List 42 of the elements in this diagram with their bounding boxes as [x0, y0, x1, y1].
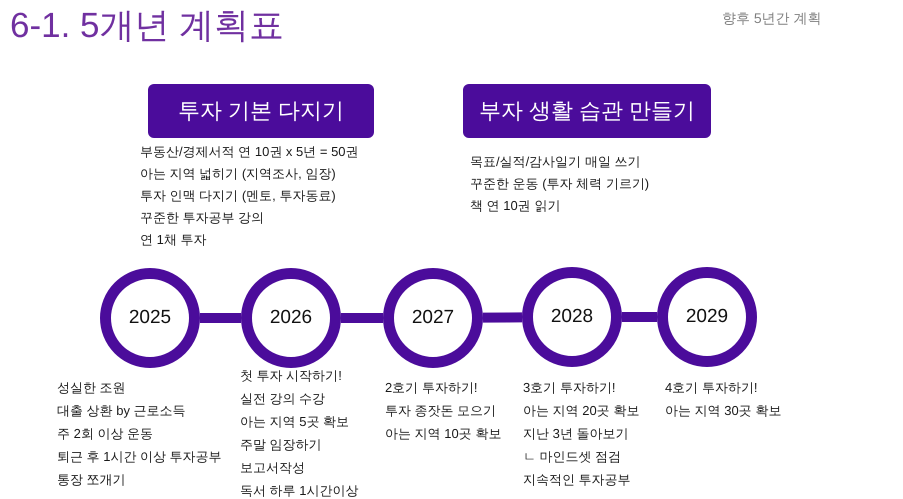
plan-text: 부동산/경제서적 연 10권 x 5년 = 50권: [140, 144, 359, 160]
plan-text: 성실한 조원: [57, 380, 126, 396]
plan-text: 대출 상환 by 근로소득: [57, 403, 186, 419]
plan-text: 꾸준한 운동 (투자 체력 기르기): [470, 176, 650, 192]
plan-text: 주 2회 이상 운동: [57, 426, 154, 442]
year-circle: 2027: [383, 268, 483, 368]
year-circle: 2029: [657, 267, 757, 367]
plan-text: 투자 종잣돈 모으기: [385, 403, 496, 419]
plan-text: 연 1채 투자: [140, 232, 206, 248]
plan-text: 실전 강의 수강: [240, 391, 326, 407]
plan-text: ㄴ 마인드셋 점검: [523, 449, 622, 465]
plan-text: 아는 지역 넓히기 (지역조사, 임장): [140, 166, 336, 182]
plan-text: 지난 3년 돌아보기: [523, 426, 628, 442]
connector-line: [622, 312, 657, 322]
plan-text: 2호기 투자하기!: [385, 380, 478, 396]
plan-text: 4호기 투자하기!: [665, 380, 758, 396]
year-circle: 2025: [100, 268, 200, 368]
page-title: 6-1. 5개년 계획표: [10, 5, 284, 47]
connector-line: [200, 313, 241, 323]
plan-text: 첫 투자 시작하기!: [240, 368, 342, 384]
plan-text: 아는 지역 30곳 확보: [665, 403, 782, 419]
plan-text: 아는 지역 5곳 확보: [240, 414, 350, 430]
connector-line: [482, 312, 522, 323]
plan-text: 지속적인 투자공부: [523, 472, 631, 488]
year-circle: 2026: [241, 268, 341, 368]
plan-text: 아는 지역 20곳 확보: [523, 403, 640, 419]
plan-text: 주말 임장하기: [240, 437, 322, 453]
plan-text: 투자 인맥 다지기 (멘토, 투자동료): [140, 188, 336, 204]
heading-banner: 투자 기본 다지기: [148, 84, 374, 138]
plan-text: 목표/실적/감사일기 매일 쓰기: [470, 154, 640, 170]
plan-text: 보고서작성: [240, 460, 305, 476]
year-circle: 2028: [522, 267, 622, 367]
plan-text: 아는 지역 10곳 확보: [385, 426, 502, 442]
plan-text: 통장 쪼개기: [57, 472, 126, 488]
plan-text: 꾸준한 투자공부 강의: [140, 210, 264, 226]
plan-text: 독서 하루 1시간이상: [240, 483, 358, 499]
plan-text: 퇴근 후 1시간 이상 투자공부: [57, 449, 222, 465]
plan-text: 책 연 10권 읽기: [470, 198, 560, 214]
plan-text: 3호기 투자하기!: [523, 380, 616, 396]
connector-line: [341, 313, 383, 323]
header-note: 향후 5년간 계획: [722, 9, 822, 27]
heading-banner: 부자 생활 습관 만들기: [463, 84, 711, 138]
